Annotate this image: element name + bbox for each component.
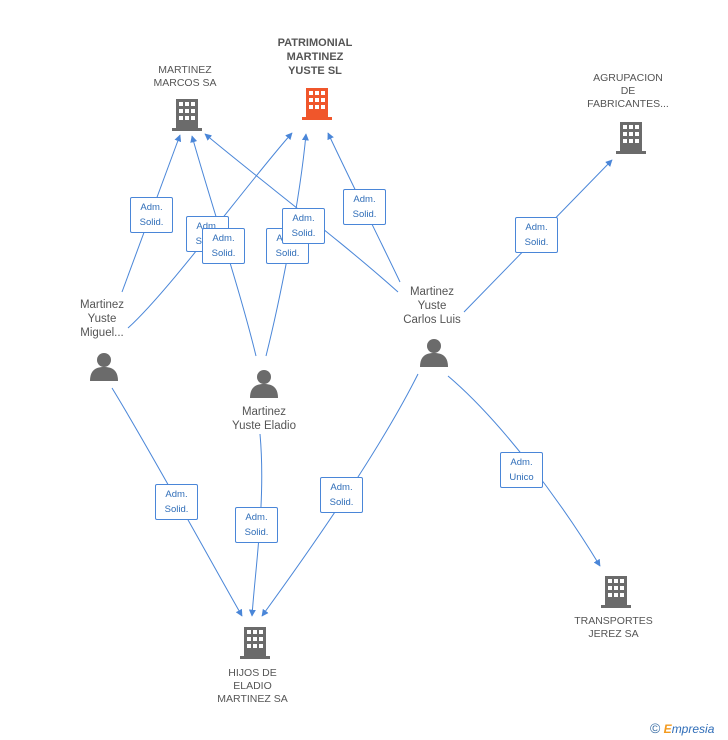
building-icon-agrupacion — [616, 122, 646, 154]
company-label-agrupacion[interactable]: AGRUPACION DE FABRICANTES... — [587, 72, 669, 110]
company-label-marcos[interactable]: MARTINEZ MARCOS SA — [153, 64, 217, 89]
building-icon-marcos — [172, 99, 202, 131]
copyright-symbol: © — [650, 720, 661, 736]
person-icon-eladio — [250, 370, 278, 398]
relation-eladio-hijos: Adm. Solid. — [235, 507, 278, 543]
relation-eladio-marcos: Adm. Solid. — [202, 228, 245, 264]
person-label-carlos[interactable]: Martinez Yuste Carlos Luis — [403, 286, 461, 326]
relation-carlos-marcos: Adm. Solid. — [282, 208, 325, 244]
brand-initial: E — [663, 722, 672, 736]
building-icon-hijos — [240, 627, 270, 659]
brand-name: mpresia — [671, 722, 715, 736]
relation-miguel-marcos: Adm. Solid. — [130, 197, 173, 233]
building-icon-patrimonial — [302, 88, 332, 120]
person-icon-carlos — [420, 339, 448, 367]
company-label-transportes[interactable]: TRANSPORTES JEREZ SA — [574, 615, 653, 640]
person-label-eladio[interactable]: Martinez Yuste Eladio — [232, 406, 296, 432]
relation-carlos-agrupacion: Adm. Solid. — [515, 217, 558, 253]
person-icon-miguel — [90, 353, 118, 381]
person-label-miguel[interactable]: Martinez Yuste Miguel... — [79, 299, 125, 339]
company-label-hijos[interactable]: HIJOS DE ELADIO MARTINEZ SA — [217, 667, 288, 705]
relation-miguel-hijos: Adm. Solid. — [155, 484, 198, 520]
building-icon-transportes — [601, 576, 631, 608]
company-label-patrimonial[interactable]: PATRIMONIAL MARTINEZ YUSTE SL — [277, 37, 353, 77]
empresia-logo[interactable]: © Empresia — [650, 720, 714, 736]
relation-carlos-hijos: Adm. Solid. — [320, 477, 363, 513]
relation-carlos-patrimonial: Adm. Solid. — [343, 189, 386, 225]
relation-carlos-transportes: Adm. Unico — [500, 452, 543, 488]
